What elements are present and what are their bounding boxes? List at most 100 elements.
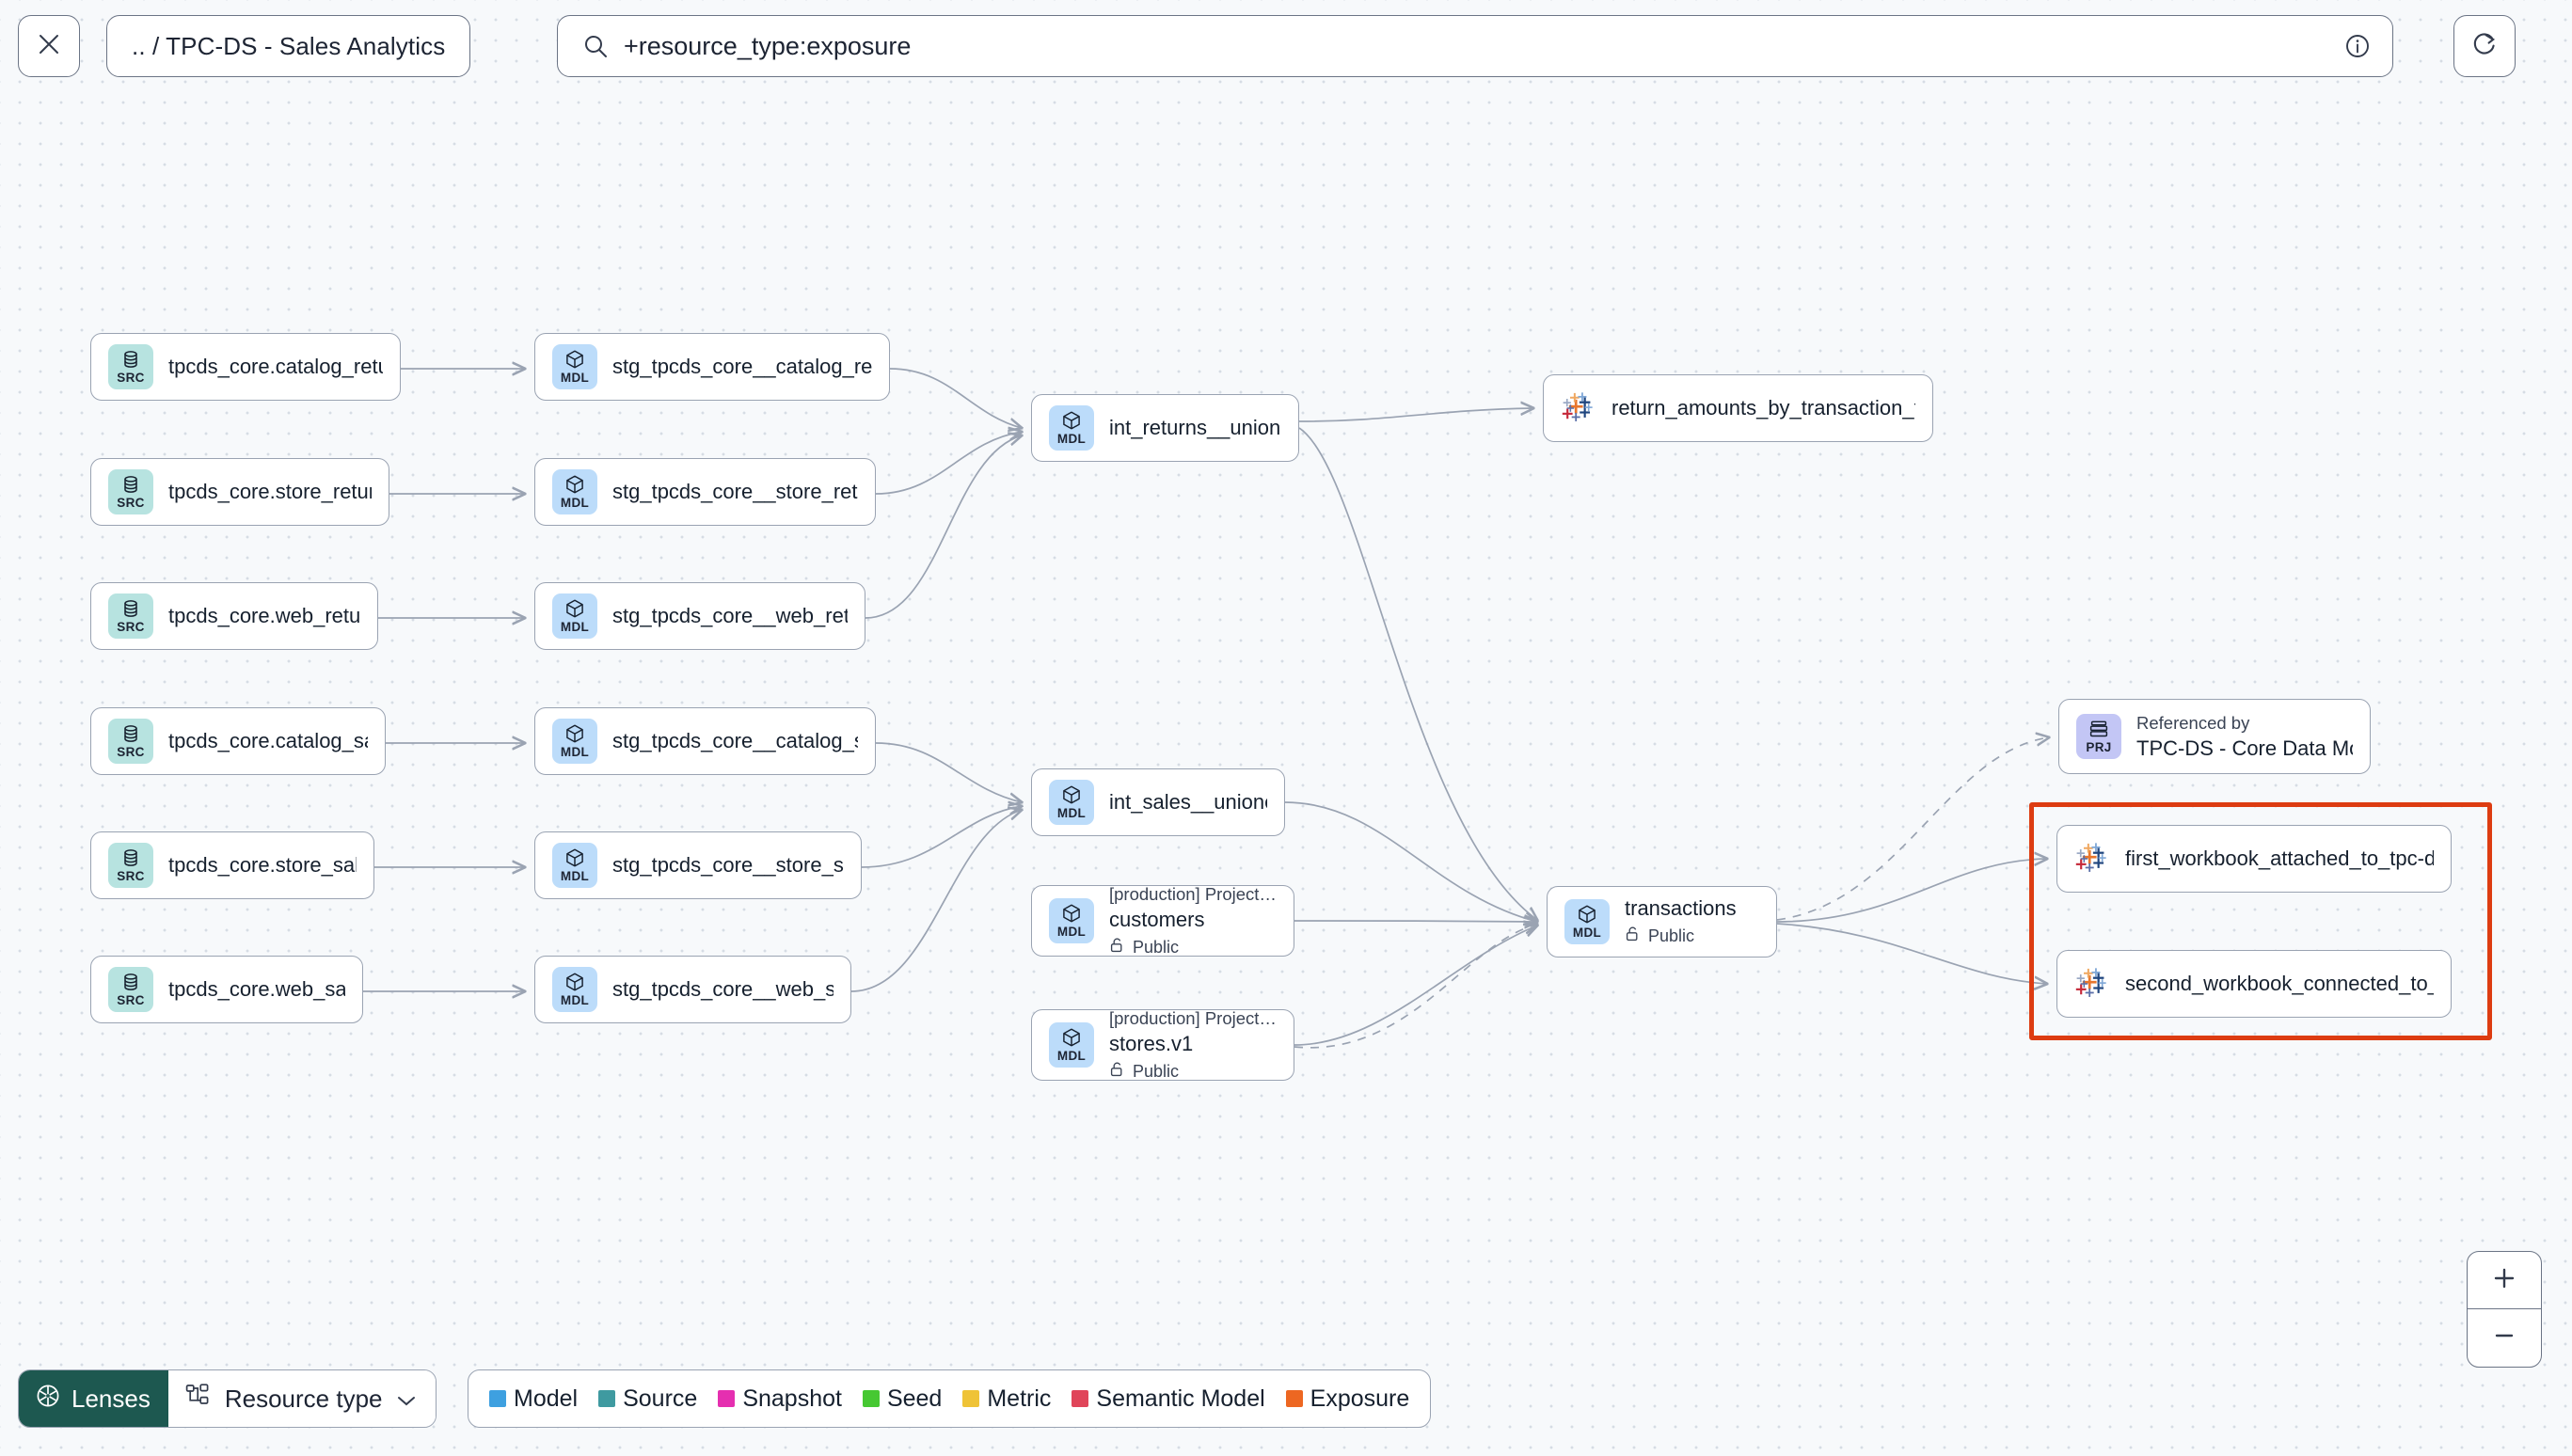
node-type-badge-mdl: MDL	[552, 593, 597, 639]
chevron-down-icon	[396, 1385, 417, 1414]
breadcrumb[interactable]: .. / TPC-DS - Sales Analytics	[106, 15, 471, 77]
legend-item-exposure[interactable]: Exposure	[1285, 1385, 1409, 1413]
node-labels: tpcds_core.store_sales	[168, 853, 357, 878]
legend-item-semantic-model[interactable]: Semantic Model	[1072, 1385, 1265, 1413]
node-labels: Referenced by TPC-DS - Core Data Models	[2136, 713, 2353, 761]
node-visibility-meta: Public	[1109, 937, 1277, 958]
node-title: stg_tpcds_core__catalog_sales	[612, 729, 858, 752]
cube-icon	[564, 349, 585, 370]
node-type-badge-label: MDL	[560, 496, 590, 511]
node-labels: stg_tpcds_core__catalog_returns	[612, 355, 872, 379]
plus-icon	[2489, 1263, 2519, 1298]
node-labels: tpcds_core.catalog_sales	[168, 729, 368, 753]
minus-icon	[2489, 1321, 2519, 1355]
node-visibility-label: Public	[1648, 926, 1695, 945]
node-type-badge-label: MDL	[1056, 432, 1087, 447]
node-type-badge-mdl: MDL	[552, 967, 597, 1012]
cube-icon	[564, 847, 585, 868]
close-button[interactable]	[18, 15, 80, 77]
node-labels: second_workbook_connected_to_live…	[2125, 972, 2434, 996]
node-type-badge-mdl: MDL	[552, 843, 597, 888]
node-labels: int_returns__unioned	[1109, 416, 1281, 440]
info-icon[interactable]	[2343, 32, 2372, 60]
node-title: customers	[1109, 907, 1205, 931]
node-type-badge-label: MDL	[560, 745, 590, 760]
zoom-out-button[interactable]	[2468, 1309, 2541, 1367]
search-value: +resource_type:exposure	[624, 31, 912, 60]
node-type-badge-label: SRC	[117, 993, 145, 1008]
legend-item-seed[interactable]: Seed	[862, 1385, 942, 1413]
top-toolbar: .. / TPC-DS - Sales Analytics +resource_…	[0, 0, 2572, 109]
node-type-badge-mdl: MDL	[1049, 405, 1094, 451]
legend-swatch	[1072, 1390, 1089, 1407]
legend-label: Metric	[987, 1385, 1052, 1412]
graph-node-second-workbook[interactable]: second_workbook_connected_to_live…	[2056, 950, 2452, 1018]
legend-item-source[interactable]: Source	[598, 1385, 697, 1413]
node-type-badge-mdl: MDL	[1049, 1022, 1094, 1068]
resource-type-dropdown[interactable]: Resource type	[167, 1370, 436, 1427]
cube-icon	[564, 598, 585, 619]
node-labels: tpcds_core.store_returns	[168, 480, 372, 504]
graph-node-int-sales-unioned[interactable]: MDL int_sales__unioned	[1031, 768, 1285, 836]
node-visibility-label: Public	[1133, 1061, 1180, 1081]
legend-item-model[interactable]: Model	[489, 1385, 578, 1413]
unlock-icon	[1109, 937, 1126, 958]
node-type-badge-label: MDL	[560, 869, 590, 884]
legend-item-snapshot[interactable]: Snapshot	[718, 1385, 842, 1413]
resource-type-legend: Model Source Snapshot Seed Metric Semantic Mo…	[468, 1369, 1432, 1428]
cube-icon	[564, 972, 585, 992]
database-icon	[120, 723, 141, 744]
node-type-badge-mdl: MDL	[1049, 780, 1094, 825]
close-icon	[37, 32, 61, 61]
graph-node-int-returns-unioned[interactable]: MDL int_returns__unioned	[1031, 394, 1299, 462]
lenses-button[interactable]: Lenses	[19, 1370, 168, 1427]
node-subtitle: Referenced by	[2136, 712, 2250, 733]
cube-icon	[1061, 410, 1082, 431]
resource-type-icon	[185, 1383, 212, 1415]
search-icon	[582, 33, 609, 59]
graph-node-stg-web-sales[interactable]: MDL stg_tpcds_core__web_sales	[534, 956, 851, 1023]
legend-item-metric[interactable]: Metric	[962, 1385, 1051, 1413]
aperture-icon	[35, 1383, 61, 1416]
cube-icon	[1061, 903, 1082, 924]
node-visibility-meta: Public	[1625, 926, 1737, 947]
node-title: int_sales__unioned	[1109, 790, 1267, 814]
graph-node-customers[interactable]: MDL[production] Project: TPC-DS - Core D…	[1031, 884, 1294, 958]
lenses-control-group: Lenses Resource type	[18, 1369, 437, 1428]
cube-icon	[564, 723, 585, 744]
tableau-logo-icon	[1561, 391, 1595, 425]
refresh-button[interactable]	[2453, 15, 2516, 77]
node-title: stg_tpcds_core__web_sales	[612, 977, 834, 1001]
node-title: first_workbook_attached_to_tpc-ds_-_…	[2125, 847, 2434, 870]
graph-node-src-catalog-sales[interactable]: SRC tpcds_core.catalog_sales	[90, 707, 386, 775]
node-title: TPC-DS - Core Data Models	[2136, 736, 2353, 760]
node-type-badge-src: SRC	[108, 719, 153, 764]
node-title: tpcds_core.catalog_returns	[168, 355, 383, 378]
node-title: tpcds_core.web_returns	[168, 604, 360, 627]
graph-node-stg-catalog-sales[interactable]: MDL stg_tpcds_core__catalog_sales	[534, 707, 876, 775]
graph-node-stores-v1[interactable]: MDL [production] Project: TPC-DS - Core D…	[1031, 1007, 1294, 1083]
node-visibility-meta: Public	[1109, 1061, 1277, 1083]
database-icon	[120, 972, 141, 992]
node-title: tpcds_core.catalog_sales	[168, 729, 368, 752]
zoom-in-button[interactable]	[2468, 1252, 2541, 1309]
graph-node-return-amounts[interactable]: return_amounts_by_transaction_type	[1543, 374, 1933, 442]
search-input[interactable]: +resource_type:exposure	[557, 15, 2393, 77]
node-labels: int_sales__unioned	[1109, 790, 1267, 815]
cube-icon	[1061, 784, 1082, 805]
graph-node-first-workbook[interactable]: first_workbook_attached_to_tpc-ds_-_…	[2056, 825, 2452, 893]
legend-swatch	[962, 1390, 980, 1407]
unlock-icon	[1625, 926, 1642, 947]
node-subtitle: [production] Project: TPC-DS - Core Data…	[1109, 1007, 1277, 1028]
